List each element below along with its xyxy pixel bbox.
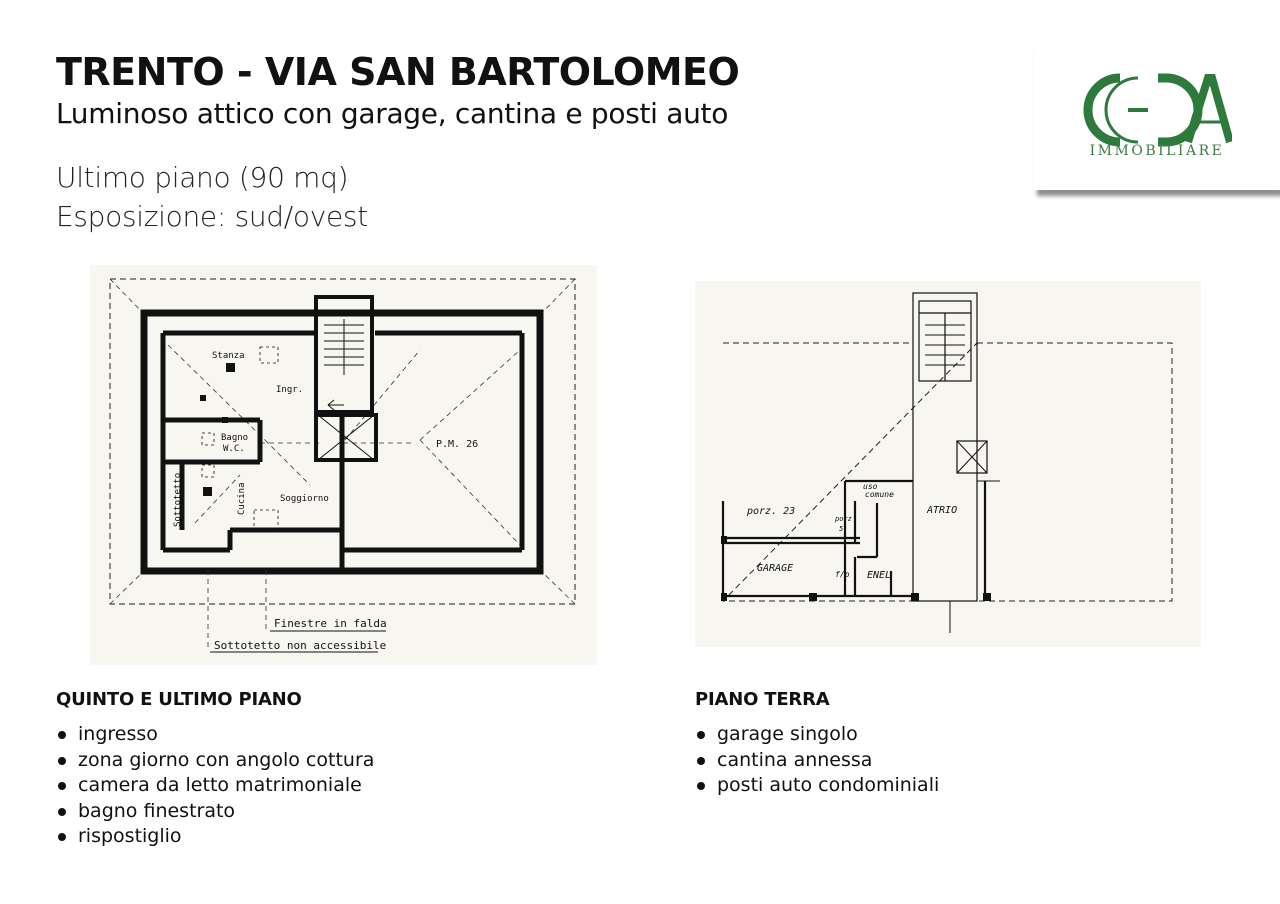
feature-item: ingresso xyxy=(56,722,374,748)
label-sottotetto: Sottotetto xyxy=(173,473,183,527)
label-pm: P.M. 26 xyxy=(436,439,478,450)
label-cucina: Cucina xyxy=(237,482,247,515)
section-title-top-floor: QUINTO E ULTIMO PIANO xyxy=(56,689,302,710)
label-soggiorno: Soggiorno xyxy=(280,494,329,504)
label-garage: GARAGE xyxy=(757,563,793,574)
feature-item: rispostiglio xyxy=(56,824,374,850)
floor-plan-ground: porz. 23 uso comune porz 5 ATRIO GARAGE … xyxy=(695,281,1201,647)
label-ingresso: Ingr. xyxy=(276,385,303,395)
label-comune: comune xyxy=(865,490,894,499)
label-porz-5a: porz xyxy=(835,515,852,523)
label-wc: W.C. xyxy=(223,444,245,454)
label-bagno: Bagno xyxy=(221,433,248,443)
label-fp: f/p xyxy=(835,570,850,579)
floor-plan-top: Stanza Ingr. Bagno W.C. Soggiorno P.M. 2… xyxy=(90,265,597,665)
ground-floor-features: garage singolo cantina annessa posti aut… xyxy=(695,722,939,799)
feature-item: garage singolo xyxy=(695,722,939,748)
feature-item: camera da letto matrimoniale xyxy=(56,773,374,799)
page-subtitle: Luminoso attico con garage, cantina e po… xyxy=(56,97,729,130)
logo-card: IMMOBILIARE xyxy=(1034,42,1280,190)
label-enel: ENEL xyxy=(867,570,891,581)
label-finestre-in-falda: Finestre in falda xyxy=(274,617,387,630)
logo-text: IMMOBILIARE xyxy=(1089,143,1225,159)
section-title-ground-floor: PIANO TERRA xyxy=(695,689,830,710)
label-porz-5b: 5 xyxy=(839,525,843,533)
label-sottotetto-non-accessibile: Sottotetto non accessibile xyxy=(214,639,386,652)
label-atrio: ATRIO xyxy=(926,505,957,516)
exposure-info: Esposizione: sud/ovest xyxy=(56,200,368,233)
page-title: TRENTO - VIA SAN BARTOLOMEO xyxy=(56,50,740,94)
feature-item: cantina annessa xyxy=(695,748,939,774)
feature-item: bagno finestrato xyxy=(56,799,374,825)
feature-item: posti auto condominiali xyxy=(695,773,939,799)
label-stanza: Stanza xyxy=(212,351,245,361)
label-uso: uso xyxy=(863,482,878,491)
feature-item: zona giorno con angolo cottura xyxy=(56,748,374,774)
label-porz-23: porz. 23 xyxy=(746,506,795,517)
floor-size-info: Ultimo piano (90 mq) xyxy=(56,161,349,194)
ceda-logo xyxy=(1083,73,1232,147)
top-floor-features: ingresso zona giorno con angolo cottura … xyxy=(56,722,374,850)
